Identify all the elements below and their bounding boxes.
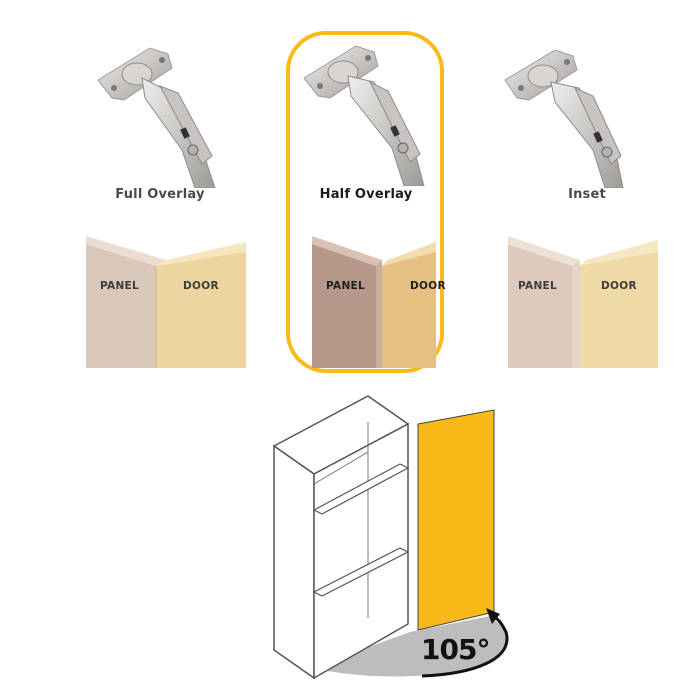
hinge-icon	[303, 45, 425, 186]
option-label-half-overlay[interactable]: Half Overlay	[319, 187, 413, 202]
door-label-full-overlay: DOOR	[183, 280, 219, 292]
selected-option-highlight	[286, 31, 444, 373]
opening-angle-label: 105°	[421, 633, 490, 666]
door-label-half-overlay: DOOR	[410, 280, 446, 292]
door-label-inset: DOOR	[601, 280, 637, 292]
full-overlay-corner-image[interactable]	[86, 236, 266, 368]
option-label-inset[interactable]: Inset	[568, 187, 606, 202]
panel-label-full-overlay: PANEL	[100, 280, 140, 292]
option-label-full-overlay[interactable]: Full Overlay	[115, 187, 205, 202]
inset-corner-image[interactable]	[508, 236, 688, 368]
hinge-icon	[504, 49, 624, 188]
panel-label-half-overlay: PANEL	[326, 280, 366, 292]
cabinet-diagram	[272, 395, 509, 680]
half-overlay-corner-image[interactable]	[312, 236, 492, 368]
hinge-icon	[97, 47, 216, 188]
panel-label-inset: PANEL	[518, 280, 558, 292]
